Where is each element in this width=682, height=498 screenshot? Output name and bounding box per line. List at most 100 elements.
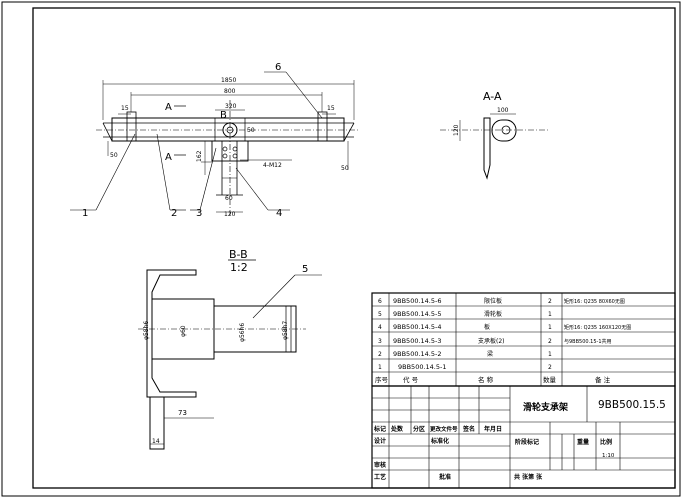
dim-left-h: 50: [110, 152, 118, 159]
svg-text:9BB500.14.5-3: 9BB500.14.5-3: [393, 337, 441, 345]
parts-list: 6 9BB500.14.5-6 限位板 2 矩形16: Q235 80X60无图…: [371, 292, 676, 387]
section-bb-dim-d2: φ60: [180, 325, 187, 337]
bolt-hole-3: [222, 153, 228, 159]
title-label-scale: 比例: [600, 438, 612, 446]
section-bb-base: [149, 396, 165, 450]
inner-border: [32, 7, 676, 489]
svg-text:1: 1: [548, 351, 552, 358]
section-aa-dim-width: 100: [497, 107, 509, 114]
svg-text:1: 1: [548, 311, 552, 318]
leader-label-6: 6: [275, 62, 281, 73]
svg-text:9BB500.14.5-1: 9BB500.14.5-1: [398, 363, 446, 371]
dim-right-end: 15: [327, 105, 335, 112]
section-mark-b: B: [220, 110, 227, 121]
svg-text:1: 1: [548, 324, 552, 331]
leader-label-4: 4: [276, 208, 282, 219]
section-aa-plate: [483, 117, 491, 180]
parts-row-4: 4 9BB500.14.5-4 板 1 矩形16: Q235 160X120无图: [378, 323, 631, 331]
title-label-approve: 批准: [439, 473, 451, 481]
svg-text:矩形16: Q235 80X60无图: 矩形16: Q235 80X60无图: [564, 298, 625, 305]
parts-row-6: 6 9BB500.14.5-6 限位板 2 矩形16: Q235 80X60无图: [378, 297, 625, 305]
parts-row-3: 3 9BB500.14.5-3 支承板(2) 2 与9BB500.15-1共用: [378, 337, 612, 345]
svg-text:名 称: 名 称: [478, 375, 494, 384]
dim-v3: 120: [224, 211, 236, 218]
svg-text:9BB500.14.5-2: 9BB500.14.5-2: [393, 350, 441, 358]
section-bb-leader-label: 5: [302, 264, 308, 275]
svg-text:2: 2: [548, 364, 552, 371]
dim-left-end: 15: [121, 105, 129, 112]
svg-text:梁: 梁: [487, 350, 493, 358]
dim-overall: 1850: [221, 77, 236, 84]
svg-text:3: 3: [378, 338, 382, 345]
section-aa-dim-height: 120: [453, 124, 460, 136]
title-label-date: 年月日: [484, 425, 502, 433]
svg-text:代 号: 代 号: [403, 375, 419, 384]
section-bb-dim-d1: φ58h6: [143, 321, 150, 340]
svg-text:滑轮板: 滑轮板: [484, 310, 502, 318]
dim-mid-h: 50: [247, 127, 255, 134]
section-bb-dim-len: 73: [178, 409, 187, 417]
section-bb-dim-base: 14: [152, 438, 160, 445]
title-label-review: 审核: [374, 461, 386, 469]
title-label-zone: 分区: [413, 425, 425, 433]
section-mark-a-bottom: A: [165, 152, 172, 163]
title-label-std: 标准化: [430, 437, 449, 445]
svg-text:9BB500.14.5-4: 9BB500.14.5-4: [393, 323, 441, 331]
parts-header: 序号 代 号 名 称 数量 备 注: [375, 375, 611, 384]
svg-text:2: 2: [548, 298, 552, 305]
svg-text:板: 板: [484, 323, 490, 331]
svg-text:备 注: 备 注: [595, 375, 611, 384]
svg-text:9BB500.14.5-6: 9BB500.14.5-6: [393, 297, 441, 305]
beam-left-slope: [102, 122, 113, 142]
section-bb-dim-d3: φ56h6: [239, 323, 246, 342]
section-bb-title: B-B: [229, 248, 248, 261]
title-block: 滑轮支承架 9BB500.15.5 标记 处数 分区 更改文件号 签名 年月日 …: [371, 385, 676, 489]
leader-label-2: 2: [171, 208, 177, 219]
title-label-process: 工艺: [374, 473, 386, 481]
dim-center: 320: [225, 103, 237, 110]
section-bb-view: B-B 1:2 φ58h6 φ60 φ56h6 φ58h7 73 14 5: [138, 248, 322, 450]
title-label-sheets: 共 张第 张: [514, 473, 543, 481]
svg-text:数量: 数量: [543, 375, 557, 384]
title-drawing-name: 滑轮支承架: [523, 401, 568, 413]
title-label-doc: 更改文件号: [430, 425, 458, 433]
svg-text:4: 4: [378, 324, 382, 331]
leader-lines: [70, 71, 323, 211]
section-mark-a-top: A: [165, 102, 172, 113]
svg-text:矩形16: Q235 160X120无图: 矩形16: Q235 160X120无图: [564, 324, 631, 331]
parts-row-5: 5 9BB500.14.5-5 滑轮板 1: [378, 310, 552, 318]
dim-v2: 60: [225, 195, 233, 202]
svg-text:序号: 序号: [375, 375, 389, 384]
title-label-sign: 签名: [462, 425, 475, 433]
bolt-hole-1: [222, 146, 228, 152]
leader-label-3: 3: [196, 208, 202, 219]
main-dimensions: [102, 80, 355, 213]
title-label-weight: 重量: [577, 438, 589, 446]
right-stop-plate: [317, 111, 328, 142]
svg-text:1: 1: [378, 364, 382, 371]
title-drawing-no: 9BB500.15.5: [598, 399, 666, 411]
svg-text:9BB500.14.5-5: 9BB500.14.5-5: [393, 310, 441, 318]
bolt-hole-2: [232, 146, 238, 152]
section-bb-scale: 1:2: [230, 261, 248, 274]
svg-text:5: 5: [378, 311, 382, 318]
parts-row-1: 1 9BB500.14.5-1 2: [378, 363, 552, 371]
svg-text:6: 6: [378, 298, 382, 305]
section-bb-leader: [252, 274, 296, 319]
section-aa-title: A-A: [483, 90, 502, 103]
title-label-stage: 阶段标记: [515, 438, 539, 446]
section-bb-bracket: [146, 269, 197, 398]
bolt-hole-4: [232, 153, 238, 159]
parts-row-2: 2 9BB500.14.5-2 梁 1: [378, 350, 552, 358]
svg-text:限位板: 限位板: [484, 297, 502, 305]
title-label-design: 设计: [374, 437, 386, 445]
dim-holes: 4-M12: [263, 162, 282, 169]
section-aa-view: A-A 120 100: [440, 90, 548, 180]
svg-text:支承板(2): 支承板(2): [478, 337, 505, 345]
beam-right-slope: [343, 122, 355, 142]
dim-right-h: 50: [341, 165, 349, 172]
beam-body: [111, 117, 345, 142]
main-view: 1850 800 320 15 15 50 50 50 162 60 120 4…: [70, 62, 360, 219]
